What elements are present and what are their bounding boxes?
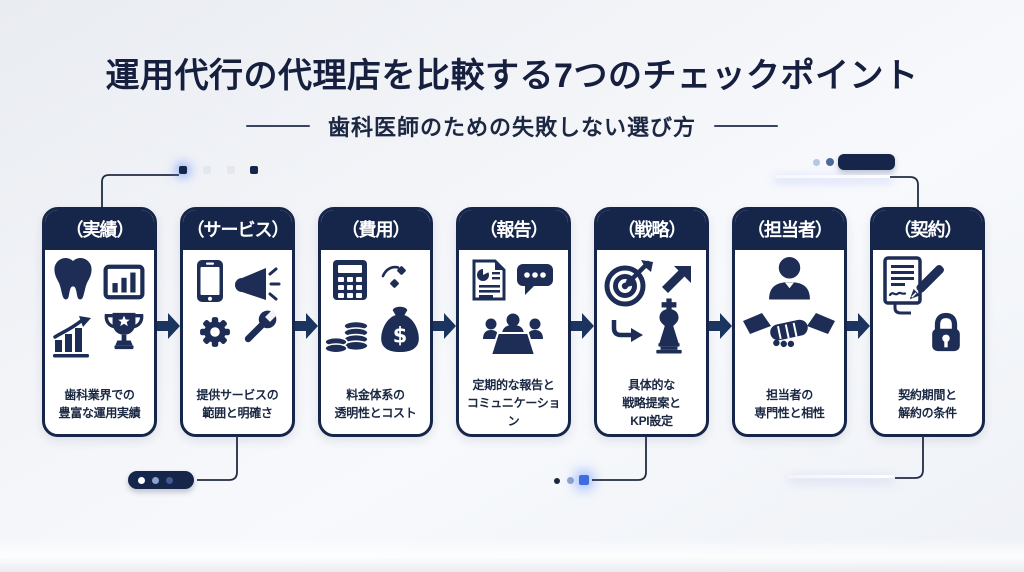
card-manager-header: （担当者） <box>735 210 844 250</box>
smartphone-icon <box>197 260 223 302</box>
deco-pill-dot-3 <box>166 476 173 484</box>
flow-arrow-5 <box>709 311 732 341</box>
card-cost-caption: 料金体系の 透明性とコスト <box>334 388 417 420</box>
card-report: （報告） <box>456 207 571 437</box>
deco-pill-dot-2 <box>152 476 159 484</box>
chess-king-icon <box>656 298 682 354</box>
flow-arrow-1 <box>157 311 180 341</box>
card-report-caption: 定期的な報告と コミュニケーション <box>466 378 561 428</box>
growth-chart-icon <box>53 316 91 358</box>
card-track-record: （実績） <box>42 207 157 437</box>
gear-icon <box>200 317 230 347</box>
calculator-icon <box>333 260 367 300</box>
flow-arrow-icon <box>709 313 732 339</box>
flow-arrow-icon <box>295 313 318 339</box>
trophy-icon <box>104 312 144 350</box>
deco-bar-top-right <box>838 154 895 170</box>
lock-icon <box>932 312 960 352</box>
deco-connector-top-left <box>101 174 179 210</box>
deco-square-light-2 <box>227 166 235 174</box>
card-service-caption: 提供サービスの 範囲と明確さ <box>196 388 279 420</box>
turn-arrow-icon <box>611 320 643 342</box>
target-arrow-icon <box>604 260 653 307</box>
deco-glowline-bottom-right <box>788 475 894 478</box>
card-contract-caption: 契約期間と 解約の条件 <box>898 388 957 420</box>
flow-arrow-icon <box>157 313 180 339</box>
coin-sparkle-icon <box>381 265 406 288</box>
flow-arrow-2 <box>295 311 318 341</box>
deco-dot-blue <box>826 158 834 166</box>
deco-connector-top-right <box>890 176 919 207</box>
deco-square-light-1 <box>203 166 211 174</box>
subtitle-dash-right <box>714 125 778 127</box>
subtitle-dash-left <box>245 125 310 127</box>
checkpoint-cards-row: （実績） <box>42 207 985 437</box>
deco-dot-midblue <box>567 477 574 484</box>
deco-square-glow <box>179 166 187 174</box>
card-manager-caption: 担当者の 専門性と相性 <box>754 388 825 420</box>
card-strategy-header: （戦略） <box>597 210 706 250</box>
card-track-record-caption: 歯科業界での 豊富な運用実績 <box>58 388 141 420</box>
card-strategy: （戦略） <box>594 207 709 437</box>
flow-arrow-3 <box>433 311 456 341</box>
card-track-record-header: （実績） <box>45 210 154 250</box>
card-report-header: （報告） <box>459 210 568 250</box>
handshake-icon <box>743 313 835 348</box>
deco-square-glow-bottom <box>579 475 589 485</box>
deco-pill-bottom-left <box>128 471 194 489</box>
framed-bar-chart-icon <box>103 264 145 300</box>
card-service-header: （サービス） <box>183 210 292 250</box>
deco-dot-navy <box>554 478 560 484</box>
deco-connector-bottom-left <box>197 436 238 481</box>
deco-connector-bottom-right <box>895 436 924 479</box>
megaphone-icon <box>235 267 281 301</box>
card-strategy-caption: 具体的な 戦略提案と KPI設定 <box>622 378 681 428</box>
tooth-icon <box>54 257 92 300</box>
deco-glowline-top-right <box>775 175 893 178</box>
report-document-icon <box>472 259 506 301</box>
flow-arrow-icon <box>433 313 456 339</box>
flow-arrow-icon <box>847 313 870 339</box>
card-contract: （契約） <box>870 207 985 437</box>
person-icon <box>769 257 810 300</box>
coin-stack-icon <box>324 320 369 354</box>
card-manager: （担当者） <box>732 207 847 437</box>
page-title: 運用代行の代理店を比較する7つのチェックポイント <box>105 57 919 95</box>
chat-bubble-icon <box>517 264 553 295</box>
up-arrow-icon <box>662 266 691 293</box>
card-contract-header: （契約） <box>873 210 982 250</box>
deco-square-navy <box>250 166 258 174</box>
flow-arrow-6 <box>847 311 870 341</box>
deco-dot-light <box>813 159 820 166</box>
wrench-icon <box>244 309 278 343</box>
svg-text:$: $ <box>393 324 408 348</box>
flow-arrow-4 <box>571 311 594 341</box>
contract-pen-icon <box>883 256 944 315</box>
deco-connector-bottom-mid <box>592 436 647 481</box>
money-bag-icon: $ <box>381 306 419 353</box>
deco-pill-dot-1 <box>138 476 145 484</box>
card-cost-header: （費用） <box>321 210 430 250</box>
subtitle-row: 歯科医師のための失敗しない選び方 <box>0 110 1024 142</box>
meeting-people-icon <box>483 313 543 356</box>
card-cost: （費用） <box>318 207 433 437</box>
page-subtitle: 歯科医師のための失敗しない選び方 <box>327 115 696 140</box>
card-service: （サービス） <box>180 207 295 437</box>
flow-arrow-icon <box>571 313 594 339</box>
